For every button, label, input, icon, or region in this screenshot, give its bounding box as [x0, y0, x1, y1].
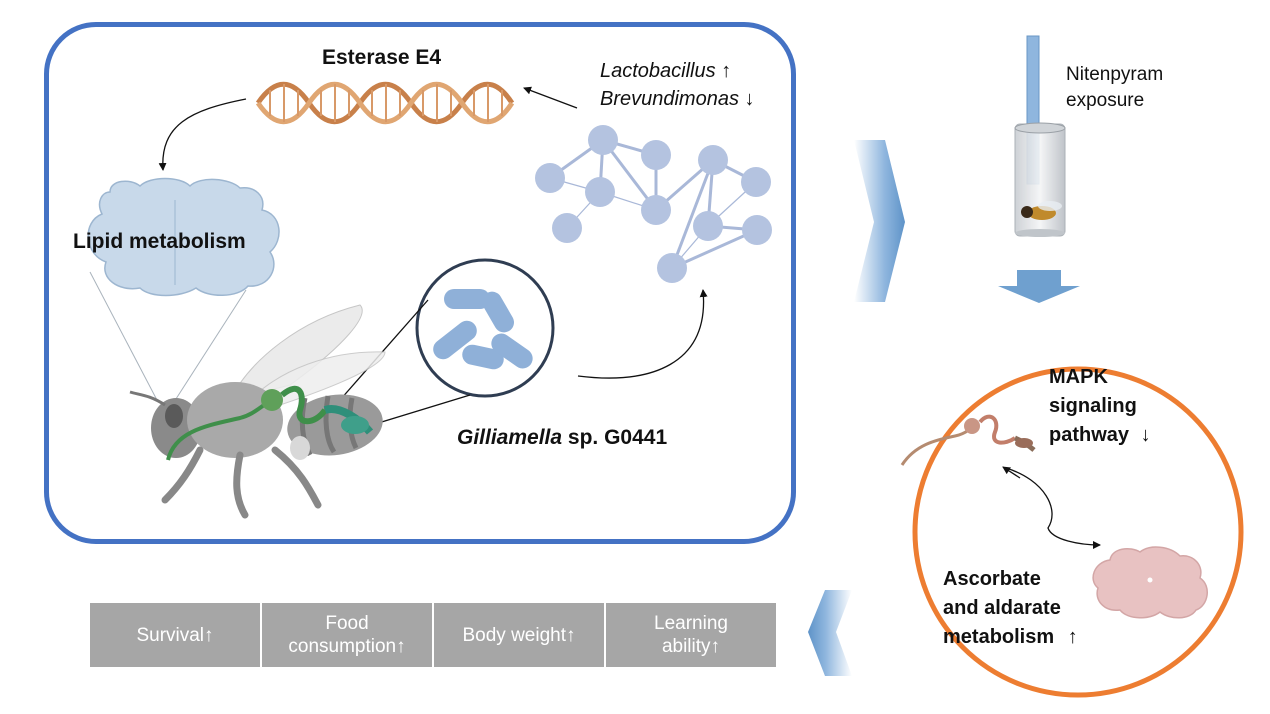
- brevundimonas-label: Brevundimonas ↓: [600, 88, 755, 110]
- down-arrow-icon: ↓: [744, 88, 755, 110]
- flow-right-arrow: [854, 140, 905, 302]
- microbiome-panel: [44, 22, 796, 544]
- outcome-body-weight: Body weight↑: [434, 603, 606, 667]
- outcomes-bar: Survival↑ Food consumption↑ Body weight↑…: [90, 603, 776, 667]
- magnifier-line: [339, 299, 429, 401]
- outcome-survival: Survival↑: [90, 603, 262, 667]
- down-arrow-icon: ↓: [1140, 424, 1151, 446]
- gut-icon: [900, 414, 1036, 466]
- up-arrow-icon: ↑: [396, 636, 406, 657]
- up-arrow-icon: ↑: [566, 624, 576, 646]
- effects-circle: [912, 366, 1244, 698]
- bacteria-to-network-arrow: [577, 289, 708, 379]
- bacteria-magnifier: [415, 258, 555, 398]
- interaction-arrow: [1005, 467, 1101, 549]
- outcome-learning-ability: Learning ability↑: [654, 613, 728, 657]
- lactobacillus-label: Lactobacillus ↑: [600, 60, 732, 82]
- exposure-tube-icon: [1014, 35, 1066, 237]
- strain-label: Gilliamella sp. G0441: [457, 426, 668, 449]
- zoom-line: [173, 289, 247, 403]
- exposure-line1: Nitenpyram: [1066, 64, 1164, 85]
- esterase-to-lipid-arrow: [158, 98, 247, 171]
- mapk-line3: pathway ↓: [1049, 424, 1151, 446]
- network-to-esterase-arrow: [523, 86, 578, 109]
- outcome-food-consumption: Food consumption↑: [262, 603, 434, 667]
- brain-icon: [87, 177, 280, 297]
- up-arrow-icon: ↑: [721, 60, 732, 82]
- exposure-line2: exposure: [1066, 90, 1145, 111]
- ascorbate-line1: Ascorbate: [943, 568, 1041, 590]
- mapk-line2: signaling: [1049, 395, 1137, 417]
- ascorbate-line3: metabolism ↑: [943, 626, 1078, 648]
- up-arrow-icon: ↑: [204, 624, 214, 646]
- interaction-arrow: [1002, 466, 1021, 479]
- ascorbate-line2: and aldarate: [943, 597, 1061, 619]
- pink-brain-icon: [1092, 546, 1208, 619]
- flow-down-arrow: [998, 270, 1080, 303]
- bee-icon: [129, 304, 386, 519]
- up-arrow-icon: ↑: [1067, 626, 1078, 648]
- dna-helix-icon: [255, 81, 515, 125]
- up-arrow-icon: ↑: [710, 636, 721, 657]
- zoom-line: [89, 271, 159, 403]
- flow-left-arrow: [808, 590, 852, 676]
- microbial-network: [535, 125, 772, 283]
- mapk-line1: MAPK: [1049, 366, 1108, 388]
- lipid-metabolism-label: Lipid metabolism: [73, 230, 246, 253]
- esterase-label: Esterase E4: [322, 46, 442, 69]
